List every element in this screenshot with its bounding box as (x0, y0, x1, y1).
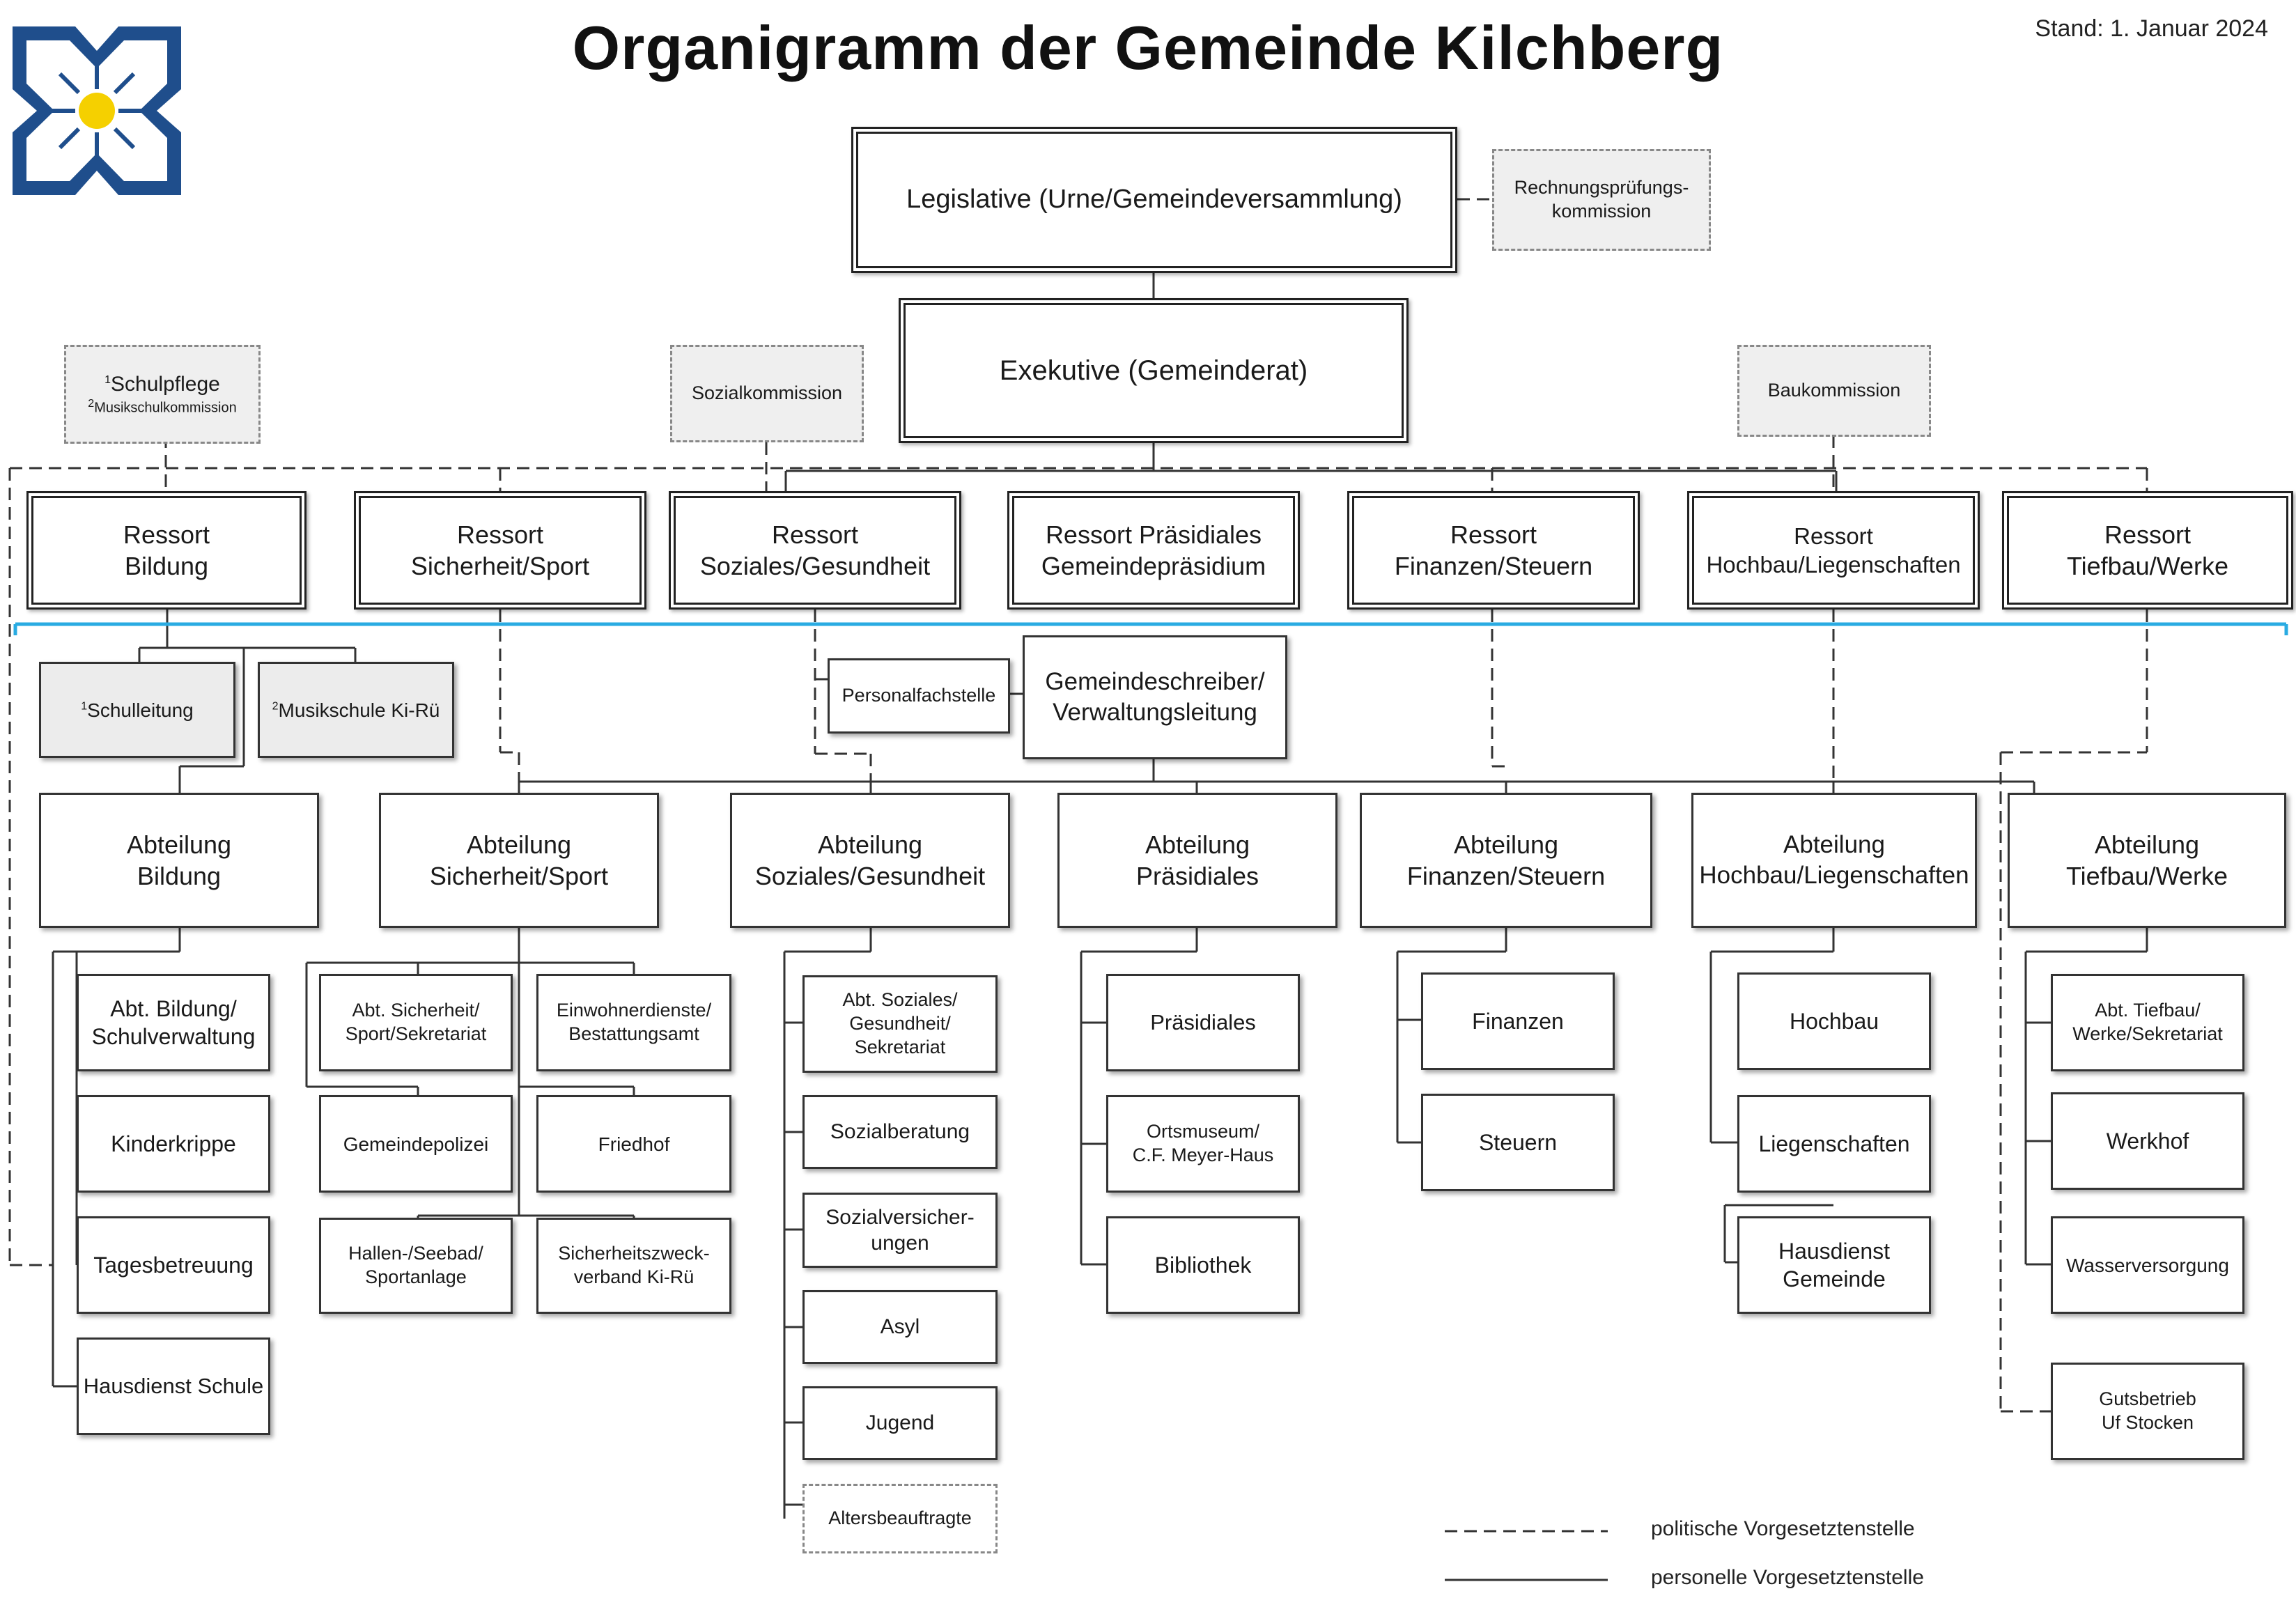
unit-ortsmuseum: Ortsmuseum/ C.F. Meyer-Haus (1106, 1095, 1300, 1193)
unit-kinderkrippe: Kinderkrippe (77, 1095, 270, 1193)
unit-hallen-seebad: Hallen-/Seebad/ Sportanlage (319, 1218, 513, 1314)
ressort-finanzen-steuern: Ressort Finanzen/Steuern (1347, 491, 1640, 610)
schulleitung-box: 1Schulleitung (39, 662, 235, 758)
unit-einwohnerdienste: Einwohnerdienste/ Bestattungsamt (536, 974, 731, 1071)
unit-hochbau: Hochbau (1737, 972, 1931, 1070)
unit-abt-tiefbau-sekretariat: Abt. Tiefbau/ Werke/Sekretariat (2051, 974, 2244, 1071)
stand-date: Stand: 1. Januar 2024 (2035, 15, 2268, 42)
abteilung-bildung: Abteilung Bildung (39, 793, 319, 928)
unit-tagesbetreuung: Tagesbetreuung (77, 1216, 270, 1314)
unit-finanzen: Finanzen (1421, 972, 1615, 1070)
unit-abt-bildung-schulverwaltung: Abt. Bildung/ Schulverwaltung (77, 974, 270, 1071)
ressort-soziales-gesundheit: Ressort Soziales/Gesundheit (669, 491, 961, 610)
unit-jugend: Jugend (802, 1386, 998, 1460)
unit-wasserversorgung: Wasserversorgung (2051, 1216, 2244, 1314)
baukommission-box: Baukommission (1737, 345, 1931, 437)
unit-steuern: Steuern (1421, 1094, 1615, 1191)
ressort-praesidiales: Ressort Präsidiales Gemeindepräsidium (1007, 491, 1300, 610)
legend-political: politische Vorgesetztenstelle (1651, 1517, 1915, 1540)
unit-werkhof: Werkhof (2051, 1092, 2244, 1190)
musikschule-label: Musikschule Ki-Rü (278, 699, 440, 721)
unit-friedhof: Friedhof (536, 1095, 731, 1193)
abteilung-soziales-gesundheit: Abteilung Soziales/Gesundheit (730, 793, 1010, 928)
unit-praesidiales: Präsidiales (1106, 974, 1300, 1071)
rechnungspruefungskommission-box: Rechnungsprüfungs- kommission (1492, 149, 1711, 251)
legend-personnel: personelle Vorgesetztenstelle (1651, 1566, 1924, 1589)
abteilung-praesidiales: Abteilung Präsidiales (1057, 793, 1337, 928)
gemeindeschreiber-box: Gemeindeschreiber/ Verwaltungsleitung (1023, 635, 1287, 759)
personalfachstelle-box: Personalfachstelle (828, 658, 1010, 734)
abteilung-finanzen-steuern: Abteilung Finanzen/Steuern (1360, 793, 1652, 928)
abteilung-tiefbau-werke: Abteilung Tiefbau/Werke (2008, 793, 2286, 928)
schulpflege-box: 1Schulpflege 2Musikschulkommission (64, 345, 261, 444)
unit-bibliothek: Bibliothek (1106, 1216, 1300, 1314)
unit-hausdienst-gemeinde: Hausdienst Gemeinde (1737, 1216, 1931, 1314)
abteilung-hochbau-liegenschaften: Abteilung Hochbau/Liegenschaften (1691, 793, 1977, 928)
unit-gutsbetrieb: Gutsbetrieb Uf Stocken (2051, 1363, 2244, 1460)
schulpflege-label: Schulpflege (111, 372, 220, 396)
unit-sicherheitszweckverband: Sicherheitszweck- verband Ki-Rü (536, 1218, 731, 1314)
sozialkommission-box: Sozialkommission (670, 345, 864, 442)
page-title: Organigramm der Gemeinde Kilchberg (572, 13, 1724, 82)
unit-abt-sicherheit-sekretariat: Abt. Sicherheit/ Sport/Sekretariat (319, 974, 513, 1071)
exekutive-box: Exekutive (Gemeinderat) (899, 298, 1409, 443)
gemeinde-logo (13, 26, 181, 195)
musikschule-box: 2Musikschule Ki-Rü (258, 662, 454, 758)
musikschulkommission-label: Musikschulkommission (94, 401, 237, 417)
unit-gemeindepolizei: Gemeindepolizei (319, 1095, 513, 1193)
schulleitung-label: Schulleitung (87, 699, 194, 721)
abteilung-sicherheit-sport: Abteilung Sicherheit/Sport (379, 793, 659, 928)
unit-sozialberatung: Sozialberatung (802, 1095, 998, 1169)
unit-asyl: Asyl (802, 1290, 998, 1364)
unit-abt-soziales-sekretariat: Abt. Soziales/ Gesundheit/ Sekretariat (802, 975, 998, 1073)
unit-liegenschaften: Liegenschaften (1737, 1095, 1931, 1193)
unit-sozialversicherungen: Sozialversicher- ungen (802, 1193, 998, 1268)
legislative-box: Legislative (Urne/Gemeindeversammlung) (851, 127, 1457, 273)
ressort-bildung: Ressort Bildung (26, 491, 307, 610)
ressort-sicherheit-sport: Ressort Sicherheit/Sport (354, 491, 646, 610)
unit-altersbeauftragte: Altersbeauftragte (802, 1484, 998, 1553)
unit-hausdienst-schule: Hausdienst Schule (77, 1338, 270, 1435)
ressort-hochbau-liegenschaften: Ressort Hochbau/Liegenschaften (1687, 491, 1980, 610)
ressort-tiefbau-werke: Ressort Tiefbau/Werke (2002, 491, 2293, 610)
